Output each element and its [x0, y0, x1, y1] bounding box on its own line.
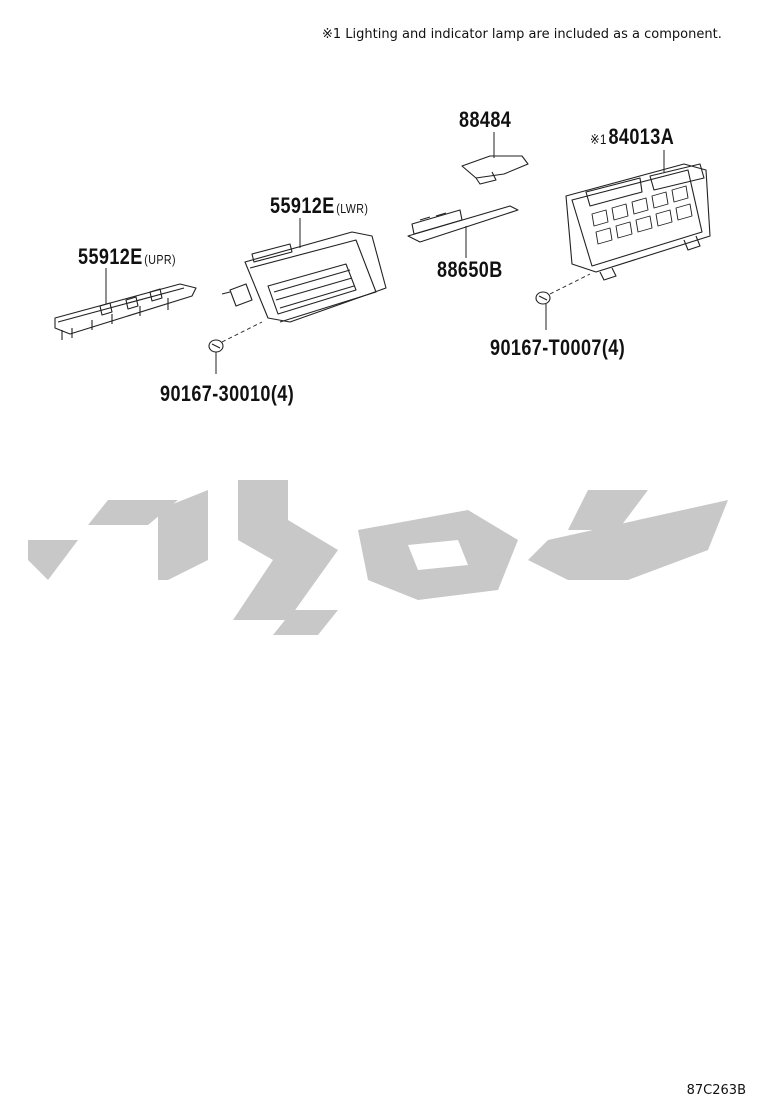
part-number: 88650B	[437, 257, 503, 282]
plate-drawing[interactable]	[407, 205, 519, 258]
part-label-55912e-upr[interactable]: 55912E(UPR)	[78, 244, 176, 270]
panel-lower-drawing[interactable]	[221, 218, 387, 323]
part-label-90167-t0007[interactable]: 90167-T0007(4)	[490, 335, 625, 361]
parts-drawing	[54, 132, 711, 374]
screw-right-drawing[interactable]	[535, 273, 591, 330]
part-suffix: (LWR)	[336, 201, 369, 216]
part-suffix: (UPR)	[144, 252, 176, 267]
panel-upper-drawing[interactable]	[54, 268, 197, 340]
part-label-84013a[interactable]: ※184013A	[590, 124, 674, 150]
part-label-90167-30010[interactable]: 90167-30010(4)	[160, 381, 294, 407]
screw-left-drawing[interactable]	[208, 321, 263, 374]
note-mark: ※1	[590, 131, 607, 147]
part-number: 55912E	[78, 244, 143, 269]
part-label-88484[interactable]: 88484	[459, 107, 511, 133]
control-panel-drawing[interactable]	[565, 150, 711, 281]
part-number: 88484	[459, 107, 512, 132]
drawing-code: 87C263B	[686, 1083, 746, 1098]
part-number: 90167-T0007(4)	[490, 335, 626, 360]
component-note: ※1 Lighting and indicator lamp are inclu…	[322, 27, 722, 42]
part-number: 55912E	[270, 193, 335, 218]
part-label-55912e-lwr[interactable]: 55912E(LWR)	[270, 193, 368, 219]
part-number: 90167-30010(4)	[160, 381, 295, 406]
watermark-logo	[28, 480, 728, 635]
part-number: 84013A	[608, 124, 675, 149]
bracket-drawing[interactable]	[461, 132, 529, 185]
part-label-88650b[interactable]: 88650B	[437, 257, 503, 283]
